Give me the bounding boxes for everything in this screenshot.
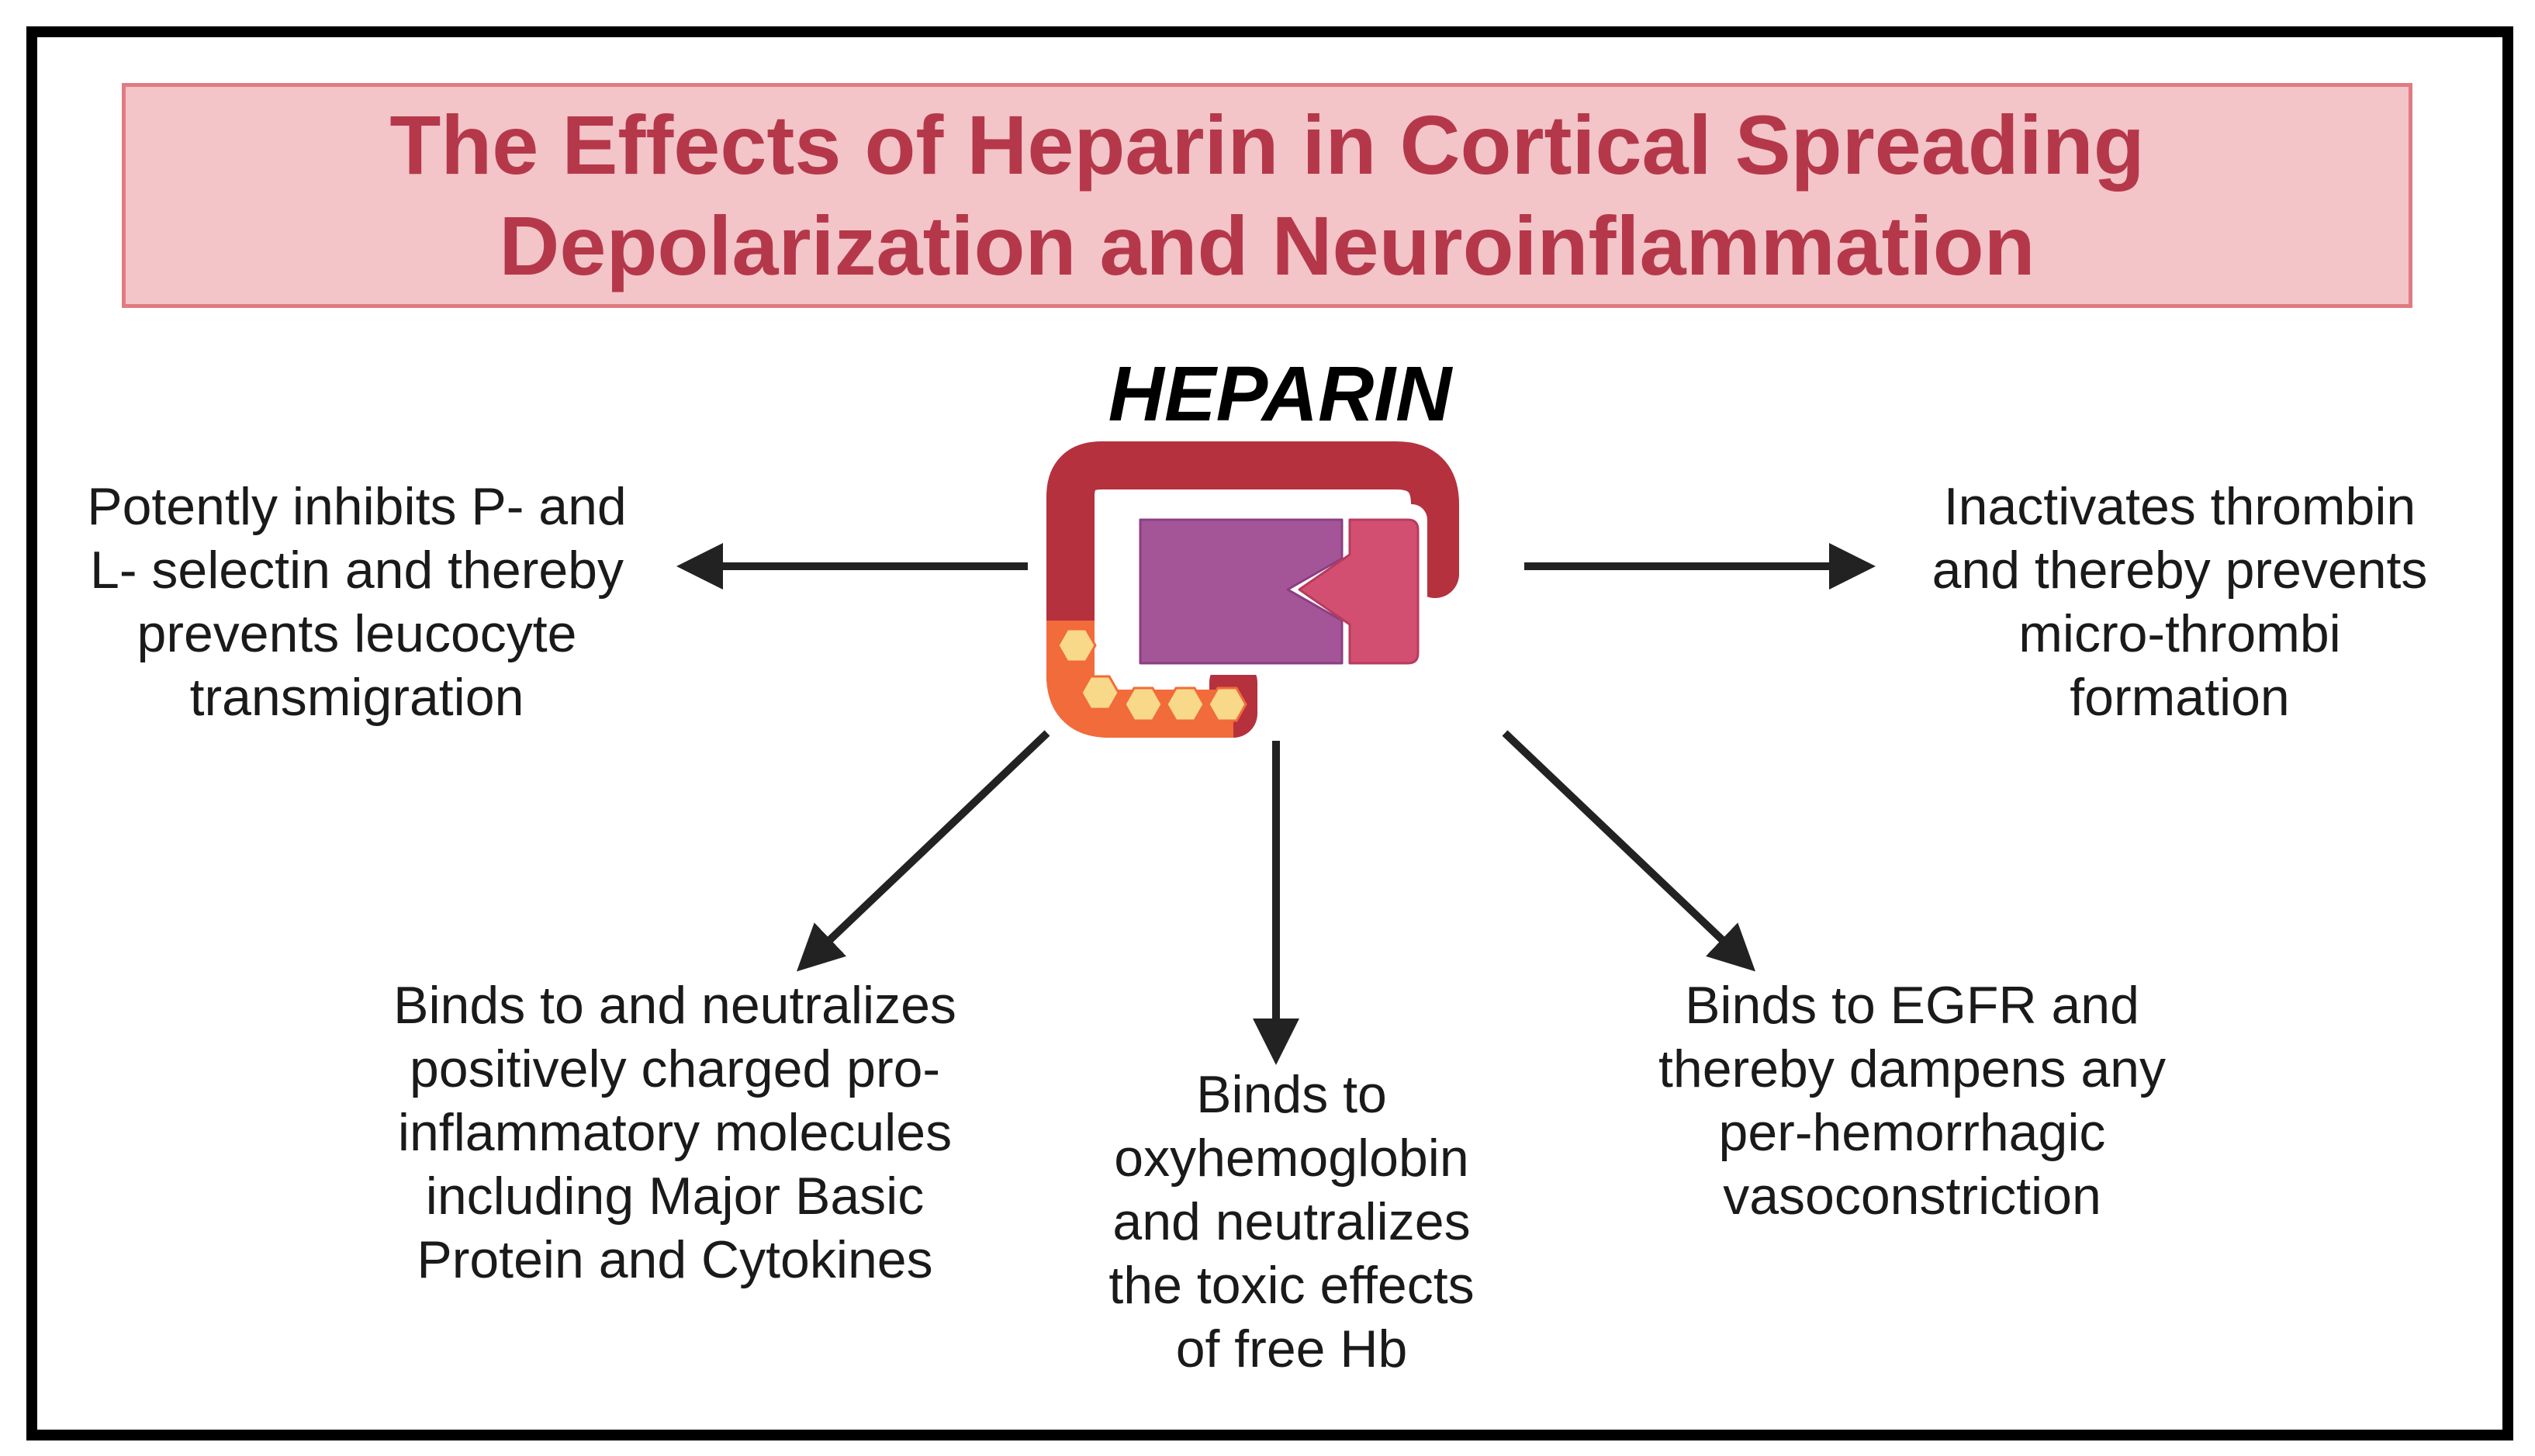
drug-name-label: HEPARIN — [1108, 351, 1452, 437]
hexagon-4 — [1165, 686, 1205, 722]
effect-selectin-inhibition: Potently inhibits P- and L- selectin and… — [87, 477, 627, 727]
hexagon-1 — [1057, 628, 1097, 663]
hexagon-2 — [1080, 675, 1120, 711]
effect-egfr-binding: Binds to EGFR and thereby dampens any pe… — [1658, 976, 2166, 1226]
heparin-molecule-icon — [1046, 441, 1459, 738]
effect-thrombin-inactivation: Inactivates thrombin and thereby prevent… — [1932, 477, 2428, 727]
hexagon-chain — [1057, 628, 1247, 722]
molecule-purple-block — [1139, 518, 1344, 665]
title-banner: The Effects of Heparin in Cortical Sprea… — [122, 83, 2412, 308]
arrow-bottom-right — [1502, 730, 1756, 972]
molecule-pink-block — [1298, 518, 1420, 665]
arrow-bottom-left — [796, 730, 1050, 972]
title-line-1: The Effects of Heparin in Cortical Sprea… — [389, 98, 2145, 192]
hexagon-3 — [1123, 686, 1164, 722]
title-line-2: Depolarization and Neuroinflammation — [499, 199, 2035, 292]
hexagon-5 — [1207, 686, 1247, 722]
molecule-orange-segment — [1046, 621, 1233, 738]
effect-proinflammatory-neutralization: Binds to and neutralizes positively char… — [393, 976, 956, 1289]
figure-title: The Effects of Heparin in Cortical Sprea… — [182, 95, 2353, 296]
effect-oxyhemoglobin-binding: Binds to oxyhemoglobin and neutralizes t… — [1108, 1065, 1475, 1378]
